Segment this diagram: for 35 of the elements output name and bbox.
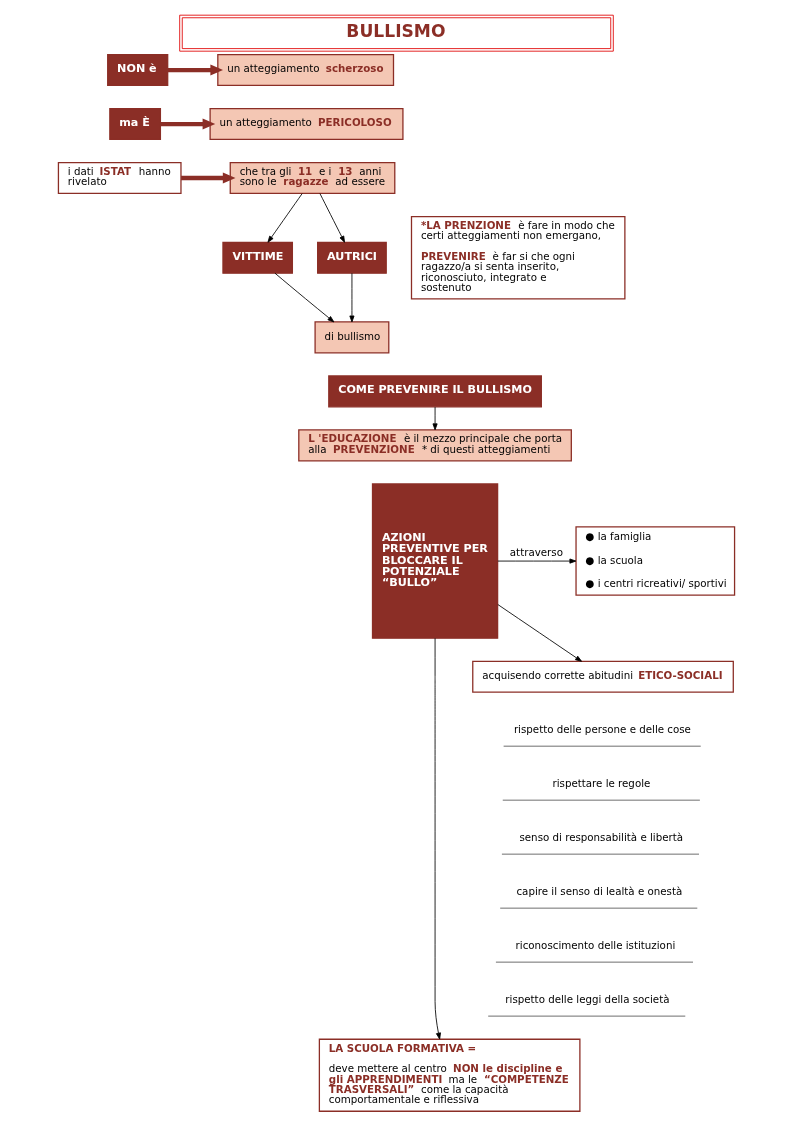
arrow: [434, 637, 441, 1040]
arrow: [274, 272, 335, 323]
node-box: VITTIME: [222, 241, 294, 274]
node-box: di bullismo: [314, 321, 390, 354]
node-box: un atteggiamento scherzoso: [217, 53, 395, 87]
node-text: rispetto delle persone e delle cose: [513, 723, 691, 736]
arrow: [319, 193, 345, 243]
node-box: COME PREVENIRE IL BULLISMO: [328, 375, 542, 408]
node-box: AZIONI PREVENTIVE PER BLOCCARE IL POTENZIALE “BULLO”: [371, 483, 499, 639]
node-box: ma È: [109, 107, 162, 141]
node-text: senso di responsabilità e libertà: [519, 831, 684, 844]
node-text: riconoscimento delle istituzioni: [515, 939, 676, 952]
node-box: un atteggiamento PERICOLOSO: [209, 107, 404, 141]
diagram-title: BULLISMO: [346, 20, 446, 41]
node-box: *LA PRENZIONE è fare in modo che certi atteggiamenti non emergano, PREVENIRE è far si che ogni ragazzo/a si senta inserito, riconosciuto, integrato e sostenuto: [410, 215, 626, 300]
node-text: rispettare le regole: [552, 777, 651, 790]
edge-label: attraverso: [509, 545, 563, 558]
arrow: [167, 64, 223, 76]
arrow: [432, 406, 438, 431]
node-box: i dati ISTAT hanno rivelato: [57, 161, 182, 195]
node-text: rispetto delle leggi della società: [505, 993, 670, 1006]
arrow: [181, 172, 236, 184]
node-text: capire il senso di lealtà e onestà: [516, 885, 683, 898]
node-box: ● la famiglia ● la scuola ● i centri ricreativi/ sportivi: [575, 526, 736, 596]
node-box: AUTRICI: [317, 241, 387, 274]
node-box: NON è: [107, 53, 169, 87]
node-box: che tra gli 11 e i 13 anni sono le ragazze ad essere: [229, 161, 396, 195]
arrow: [160, 118, 216, 130]
arrow: [267, 193, 303, 243]
node-box: L 'EDUCAZIONE è il mezzo principale che porta alla PREVENZIONE* di questi atteggiamenti: [298, 429, 572, 462]
node-box: acquisendo corrette abitudini ETICO-SOCIALI: [472, 660, 734, 693]
arrow: [497, 558, 577, 564]
arrow: [497, 604, 582, 662]
arrow: [349, 272, 355, 323]
node-box: LA SCUOLA FORMATIVA = deve mettere al centro NON le discipline e gli APPRENDIMENTI ma le “COMPETENZE TRASVERSALI” come la capacità comportamentale e riflessiva: [318, 1038, 581, 1112]
